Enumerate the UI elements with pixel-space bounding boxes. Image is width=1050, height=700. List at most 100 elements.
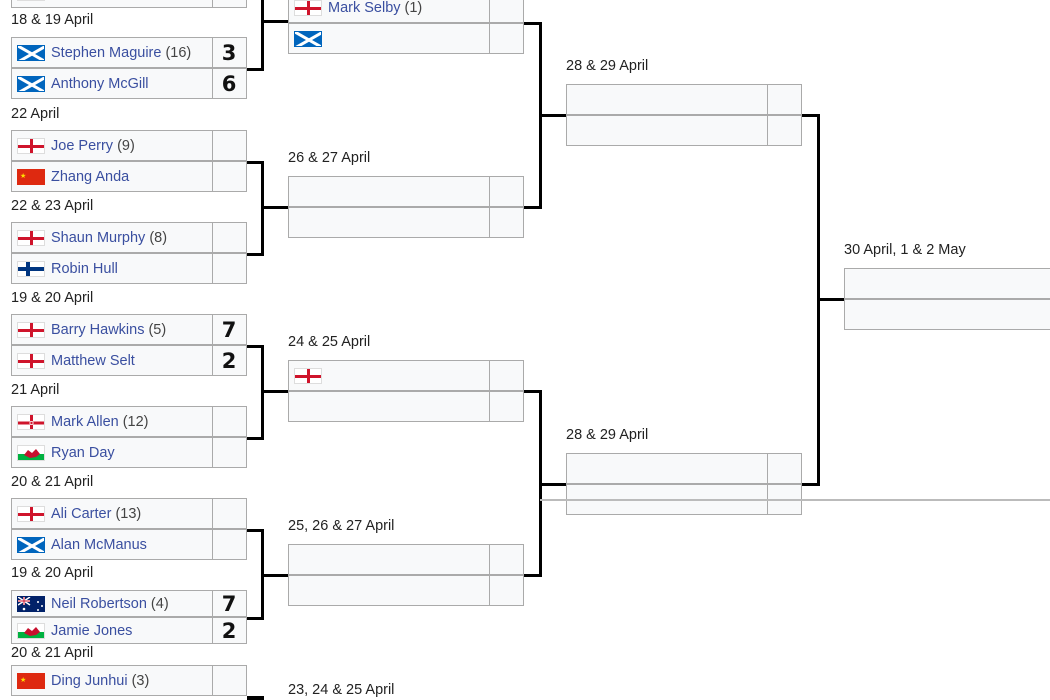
seed-label: (1) — [404, 0, 423, 16]
scotland-flag-icon — [17, 44, 45, 61]
player-cell — [567, 116, 768, 145]
player-cell: Alan McManus — [12, 530, 213, 559]
player-cell — [289, 361, 490, 390]
bracket-connector — [247, 161, 264, 164]
player-name-link[interactable]: Alan McManus — [51, 536, 147, 553]
player-cell — [12, 0, 213, 7]
score-cell — [767, 454, 801, 483]
player-row: Robin Hull — [11, 253, 247, 284]
player-name-link[interactable]: Ding Junhui — [51, 672, 128, 689]
england-flag-icon — [17, 505, 45, 522]
player-cell: Robin Hull — [12, 254, 213, 283]
player-row — [566, 453, 802, 484]
bracket-connector — [247, 617, 264, 620]
player-row — [288, 544, 524, 575]
player-cell — [845, 269, 1050, 298]
player-cell: Shaun Murphy(8) — [12, 223, 213, 252]
player-name-link[interactable]: Ali Carter — [51, 505, 112, 522]
player-name-link[interactable]: Jamie Jones — [51, 622, 133, 639]
score-cell — [212, 407, 246, 436]
score-cell: 6 — [221, 71, 237, 96]
seed-label: (13) — [115, 505, 142, 522]
seed-label: (12) — [122, 413, 149, 430]
player-name-link[interactable]: Stephen Maguire — [51, 44, 162, 61]
player-row — [11, 0, 247, 8]
player-row — [288, 360, 524, 391]
england-flag-icon — [294, 0, 322, 16]
player-row — [288, 391, 524, 422]
bracket-connector — [539, 114, 566, 117]
seed-label: (4) — [150, 595, 169, 612]
player-name-link[interactable]: Matthew Selt — [51, 352, 135, 369]
player-name-link[interactable]: Mark Allen — [51, 413, 119, 430]
score-cell: 3 — [221, 40, 237, 65]
match-date: 26 & 27 April — [288, 150, 371, 166]
player-cell: Mark Selby(1) — [289, 0, 490, 22]
player-cell: Anthony McGill — [12, 69, 213, 98]
match-date: 25, 26 & 27 April — [288, 518, 395, 534]
china-flag-icon: ★ — [17, 168, 45, 185]
match-date: 18 & 19 April — [11, 12, 94, 28]
score-cell — [489, 392, 523, 421]
player-cell — [289, 24, 490, 53]
player-name-link[interactable]: Anthony McGill — [51, 75, 149, 92]
bracket-connector — [247, 253, 264, 256]
bracket-connector — [261, 0, 264, 71]
score-cell — [489, 0, 523, 22]
score-cell — [212, 254, 246, 283]
scotland-flag-icon — [294, 30, 322, 47]
bracket-connector — [539, 483, 566, 486]
player-row: Shaun Murphy(8) — [11, 222, 247, 253]
bracket-connector — [524, 390, 541, 393]
northern-ireland-flag-icon — [17, 413, 45, 430]
match-date: 28 & 29 April — [566, 58, 649, 74]
match-date: 22 April — [11, 106, 60, 122]
bracket-connector — [247, 345, 264, 348]
player-name-link[interactable]: Barry Hawkins — [51, 321, 145, 338]
player-cell — [289, 545, 490, 574]
bracket-connector — [247, 696, 264, 700]
player-row: Joe Perry(9) — [11, 130, 247, 161]
player-row — [566, 84, 802, 115]
score-cell — [489, 177, 523, 206]
bracket-connector — [524, 206, 541, 209]
player-name-link[interactable]: Ryan Day — [51, 444, 115, 461]
score-cell: 7 — [221, 591, 237, 616]
player-row: ★Ding Junhui(3) — [11, 665, 247, 696]
player-row — [844, 299, 1050, 330]
score-cell — [212, 530, 246, 559]
scotland-flag-icon — [17, 536, 45, 553]
bracket-connector — [524, 574, 541, 577]
player-cell — [567, 85, 768, 114]
player-name-link[interactable]: Neil Robertson — [51, 595, 147, 612]
player-cell: Stephen Maguire(16) — [12, 38, 213, 67]
player-cell: Joe Perry(9) — [12, 131, 213, 160]
player-row: Ryan Day — [11, 437, 247, 468]
seed-label: (16) — [165, 44, 192, 61]
match-date: 20 & 21 April — [11, 645, 94, 661]
england-flag-icon — [17, 0, 45, 1]
player-name-link[interactable]: Shaun Murphy — [51, 229, 146, 246]
player-row: Anthony McGill 6 — [11, 68, 247, 99]
player-row: Barry Hawkins(5)7 — [11, 314, 247, 345]
score-cell — [212, 0, 246, 7]
player-name-link[interactable]: Zhang Anda — [51, 168, 130, 185]
player-row — [844, 268, 1050, 299]
svg-text:★: ★ — [20, 676, 26, 684]
player-cell — [289, 576, 490, 605]
player-cell — [845, 300, 1050, 329]
player-cell: ★Ding Junhui(3) — [12, 666, 213, 695]
bracket-connector — [817, 298, 844, 301]
australia-flag-icon — [17, 595, 45, 612]
player-name-link[interactable]: Joe Perry — [51, 137, 114, 154]
score-cell: 7 — [221, 317, 237, 342]
player-name-link[interactable]: Robin Hull — [51, 260, 118, 277]
match-date: 19 & 20 April — [11, 290, 94, 306]
player-name-link[interactable]: Mark Selby — [328, 0, 401, 16]
player-row — [566, 115, 802, 146]
bracket-connector — [261, 206, 288, 209]
match-date: 24 & 25 April — [288, 334, 371, 350]
scotland-flag-icon — [17, 75, 45, 92]
score-cell — [212, 438, 246, 467]
bracket-connector — [247, 529, 264, 532]
